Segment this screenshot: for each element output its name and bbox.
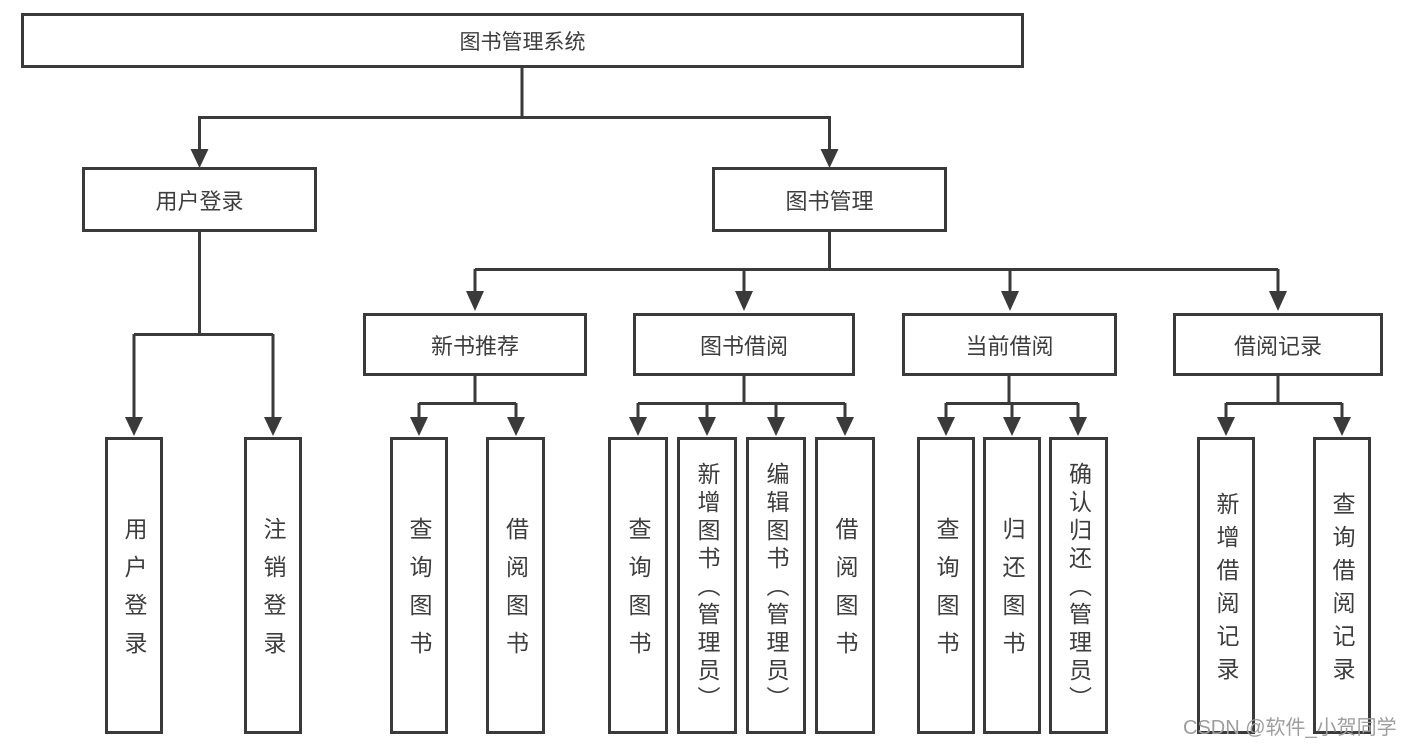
leaf-query-books-current: 查询图书 <box>917 437 975 734</box>
leaf-user-login: 用户登录 <box>105 437 163 734</box>
leaf-query-books-recommend-label: 查询图书 <box>406 517 432 669</box>
leaf-borrow-books-recommend-label: 借阅图书 <box>502 517 529 669</box>
connector-root-to-level2 <box>190 68 839 168</box>
leaf-confirm-return-admin: 确认归还（管理员） <box>1049 437 1108 734</box>
connector-borrow-records-children <box>1217 375 1351 436</box>
root-node-library-system: 图书管理系统 <box>21 13 1024 68</box>
node-book-borrow-label: 图书借阅 <box>699 333 788 359</box>
connector-new-book-children <box>410 375 525 436</box>
node-new-book-recommend-label: 新书推荐 <box>430 333 519 359</box>
node-user-login-label: 用户登录 <box>155 188 244 214</box>
leaf-query-books-borrow-label: 查询图书 <box>625 517 651 669</box>
leaf-confirm-return-admin-label: 确认归还（管理员） <box>1065 462 1092 714</box>
leaf-query-books-recommend: 查询图书 <box>390 437 448 734</box>
leaf-add-borrow-record: 新增借阅记录 <box>1197 437 1255 734</box>
leaf-borrow-books-label: 借阅图书 <box>832 517 858 669</box>
leaf-query-borrow-record: 查询借阅记录 <box>1313 437 1371 734</box>
leaf-add-books-admin-label: 新增图书（管理员） <box>694 462 720 714</box>
leaf-edit-books-admin-label: 编辑图书（管理员） <box>763 462 789 714</box>
node-current-borrow-label: 当前借阅 <box>965 333 1054 359</box>
node-new-book-recommend: 新书推荐 <box>363 313 587 376</box>
leaf-logout: 注销登录 <box>244 437 302 734</box>
leaf-logout-label: 注销登录 <box>260 517 286 669</box>
leaf-return-books-label: 归还图书 <box>999 517 1025 669</box>
connector-current-borrow-children <box>937 375 1087 436</box>
node-book-borrow: 图书借阅 <box>633 313 855 376</box>
connector-book-borrow-children <box>629 375 854 436</box>
leaf-query-books-borrow: 查询图书 <box>608 437 668 734</box>
node-borrow-records-label: 借阅记录 <box>1233 333 1322 359</box>
leaf-add-books-admin: 新增图书（管理员） <box>677 437 737 734</box>
node-book-management-label: 图书管理 <box>785 188 874 214</box>
root-node-label: 图书管理系统 <box>459 30 586 54</box>
csdn-watermark: CSDN @软件_小贺同学 <box>1183 717 1397 739</box>
leaf-add-borrow-record-label: 新增借阅记录 <box>1213 491 1239 690</box>
leaf-query-borrow-record-label: 查询借阅记录 <box>1329 491 1355 690</box>
node-borrow-records: 借阅记录 <box>1173 313 1383 376</box>
leaf-user-login-label: 用户登录 <box>121 517 147 669</box>
leaf-query-books-current-label: 查询图书 <box>933 517 959 669</box>
leaf-borrow-books: 借阅图书 <box>815 437 875 734</box>
connector-book-management-children <box>466 232 1287 311</box>
node-user-login: 用户登录 <box>82 167 317 232</box>
leaf-edit-books-admin: 编辑图书（管理员） <box>746 437 806 734</box>
leaf-return-books: 归还图书 <box>983 437 1041 734</box>
leaf-borrow-books-recommend: 借阅图书 <box>486 437 545 734</box>
node-book-management: 图书管理 <box>712 167 947 232</box>
connector-user-login-children <box>125 232 282 436</box>
node-current-borrow: 当前借阅 <box>902 313 1117 376</box>
